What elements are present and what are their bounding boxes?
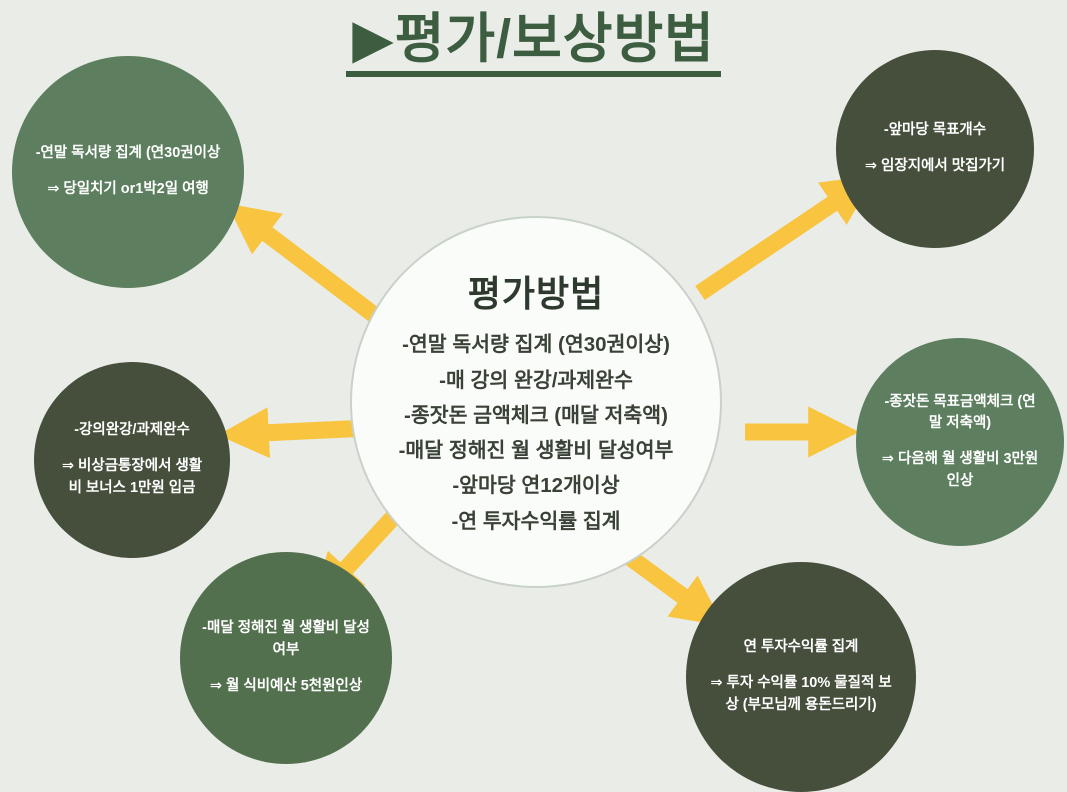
node-condition: 연 투자수익률 집계: [743, 639, 859, 656]
center-item: -연말 독서량 집계 (연30권이상): [402, 333, 670, 357]
center-item: -매달 정해진 월 생활비 달성여부: [398, 439, 674, 462]
node-reward: ⇒ 비상금통장에서 생활비 보너스 1만원 입금: [61, 458, 203, 496]
node-condition: -연말 독서량 집계 (연30권이상: [35, 145, 221, 162]
center-item: -종잣돈 금액체크 (매달 저축액): [404, 403, 668, 427]
node-seed-money-reward: -종잣돈 목표금액체크 (연말 저축액) ⇒ 다음해 월 생활비 3만원인상: [856, 338, 1064, 546]
node-reward: ⇒ 다음해 월 생활비 3만원인상: [881, 451, 1039, 489]
node-condition: -종잣돈 목표금액체크 (연말 저축액): [884, 393, 1036, 432]
node-condition: -강의완강/과제완수: [74, 422, 190, 439]
center-node-evaluation-method: 평가방법 -연말 독서량 집계 (연30권이상) -매 강의 완강/과제완수 -…: [350, 216, 722, 588]
page-title: ▶평가/보상방법: [346, 9, 721, 78]
center-item: -연 투자수익률 집계: [451, 509, 621, 533]
node-living-cost-reward: -매달 정해진 월 생활비 달성여부 ⇒ 월 식비예산 5천원인상: [180, 552, 392, 764]
arrow-to-top-right: [695, 175, 875, 301]
node-condition: -매달 정해진 월 생활비 달성여부: [202, 620, 370, 659]
arrow-to-bottom-left: [312, 506, 405, 606]
center-item: -앞마당 연12개이상: [452, 474, 620, 498]
node-lecture-reward: -강의완강/과제완수 ⇒ 비상금통장에서 생활비 보너스 1만원 입금: [34, 362, 230, 558]
node-yard-reward: -앞마당 목표개수 ⇒ 임장지에서 맛집가기: [836, 50, 1034, 248]
node-reading-reward: -연말 독서량 집계 (연30권이상 ⇒ 당일치기 or1박2일 여행: [12, 56, 244, 288]
node-reward: ⇒ 당일치기 or1박2일 여행: [47, 181, 209, 197]
center-item: -매 강의 완강/과제완수: [439, 368, 633, 392]
node-reward: ⇒ 월 식비예산 5천원인상: [209, 677, 363, 694]
node-reward: ⇒ 투자 수익률 10% 물질적 보상 (부모님께 용돈드리기): [710, 675, 892, 713]
arrow-to-bottom-right: [622, 549, 724, 627]
node-condition: -앞마당 목표개수: [883, 122, 987, 139]
center-node-title: 평가방법: [467, 273, 605, 315]
diagram-canvas: ▶평가/보상방법 평가방법 -연말 독서량 집계 (연30권이상) -매 강의 …: [12, 9, 1064, 792]
node-reward: ⇒ 임장지에서 맛집가기: [864, 158, 1006, 174]
node-investment-reward: 연 투자수익률 집계 ⇒ 투자 수익률 10% 물질적 보상 (부모님께 용돈드…: [686, 562, 916, 792]
